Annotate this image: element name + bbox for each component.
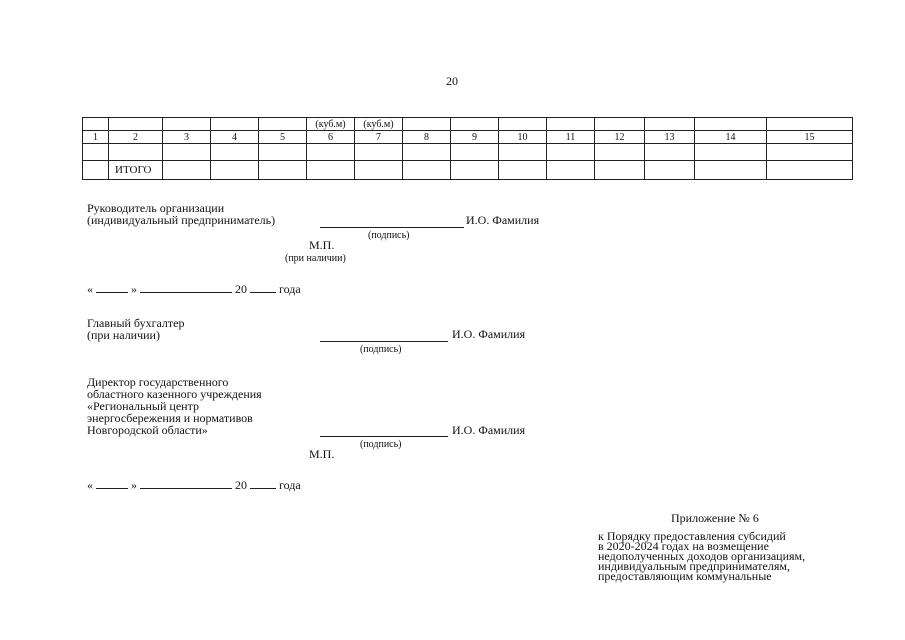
head-name: И.О. Фамилия (466, 213, 540, 227)
month-blank (140, 488, 232, 489)
director-signature-line (320, 436, 448, 437)
col-number: 13 (644, 130, 695, 144)
appendix-line-3: недополученных доходов организациям, (598, 549, 806, 563)
date-line-2: « » 20 года (87, 478, 301, 492)
accountant-name: И.О. Фамилия (452, 327, 526, 341)
director-line-5: Новгородской области» (87, 423, 208, 437)
col-number: 4 (210, 130, 259, 144)
col-number: 11 (546, 130, 595, 144)
appendix-line-2: в 2020-2024 годах на возмещение (598, 539, 769, 553)
head-stamp-note: (при наличии) (285, 253, 346, 264)
col-number: 5 (258, 130, 307, 144)
accountant-signature-caption: (подпись) (360, 344, 402, 355)
day-blank (96, 292, 128, 293)
director-stamp: М.П. (309, 447, 335, 461)
col-number: 14 (694, 130, 767, 144)
col-number: 15 (766, 130, 853, 144)
director-line-4: энергосбережения и нормативов (87, 411, 253, 425)
director-name: И.О. Фамилия (452, 423, 526, 437)
data-table: (куб.м) (куб.м) 1 2 3 4 5 6 7 8 9 10 11 … (82, 117, 853, 180)
units-cell-col7: (куб.м) (354, 117, 403, 131)
year-blank (250, 488, 276, 489)
day-blank (96, 488, 128, 489)
accountant-subtitle: (при наличии) (87, 328, 160, 342)
year-prefix: 20 (235, 478, 247, 492)
col-number: 6 (306, 130, 355, 144)
director-signature-caption: (подпись) (360, 439, 402, 450)
year-prefix: 20 (235, 282, 247, 296)
date-close-quote: » (131, 282, 137, 296)
date-open-quote: « (87, 478, 93, 492)
head-signature-caption: (подпись) (368, 230, 410, 241)
date-open-quote: « (87, 282, 93, 296)
units-cell-col6: (куб.м) (306, 117, 355, 131)
head-signature-line (320, 227, 464, 228)
head-title: Руководитель организации (87, 201, 225, 215)
appendix-line-1: к Порядку предоставления субсидий (598, 529, 786, 543)
year-suffix: года (279, 282, 301, 296)
page-number: 20 (446, 74, 458, 88)
month-blank (140, 292, 232, 293)
table-row (82, 143, 853, 161)
director-line-1: Директор государственного (87, 375, 229, 389)
appendix-title: Приложение № 6 (671, 511, 759, 525)
table-units-row: (куб.м) (куб.м) (82, 117, 853, 131)
col-number: 9 (450, 130, 499, 144)
appendix-line-4: индивидуальным предпринимателям, (598, 559, 790, 573)
year-blank (250, 292, 276, 293)
head-stamp: М.П. (309, 238, 335, 252)
col-number: 7 (354, 130, 403, 144)
date-close-quote: » (131, 478, 137, 492)
col-number: 12 (594, 130, 645, 144)
director-line-2: областного казенного учреждения (87, 387, 262, 401)
year-suffix: года (279, 478, 301, 492)
accountant-signature-line (320, 341, 448, 342)
date-line-1: « » 20 года (87, 282, 301, 296)
director-line-3: «Региональный центр (87, 399, 199, 413)
appendix-line-5: предоставляющим коммунальные (598, 569, 772, 583)
table-column-numbers-row: 1 2 3 4 5 6 7 8 9 10 11 12 13 14 15 (82, 130, 853, 144)
head-subtitle: (индивидуальный предприниматель) (87, 213, 276, 227)
col-number: 10 (498, 130, 547, 144)
accountant-title: Главный бухгалтер (87, 316, 185, 330)
table-total-row: ИТОГО (82, 160, 853, 180)
col-number: 3 (162, 130, 211, 144)
col-number: 1 (82, 130, 109, 144)
col-number: 2 (108, 130, 163, 144)
total-label: ИТОГО (108, 160, 163, 180)
col-number: 8 (402, 130, 451, 144)
